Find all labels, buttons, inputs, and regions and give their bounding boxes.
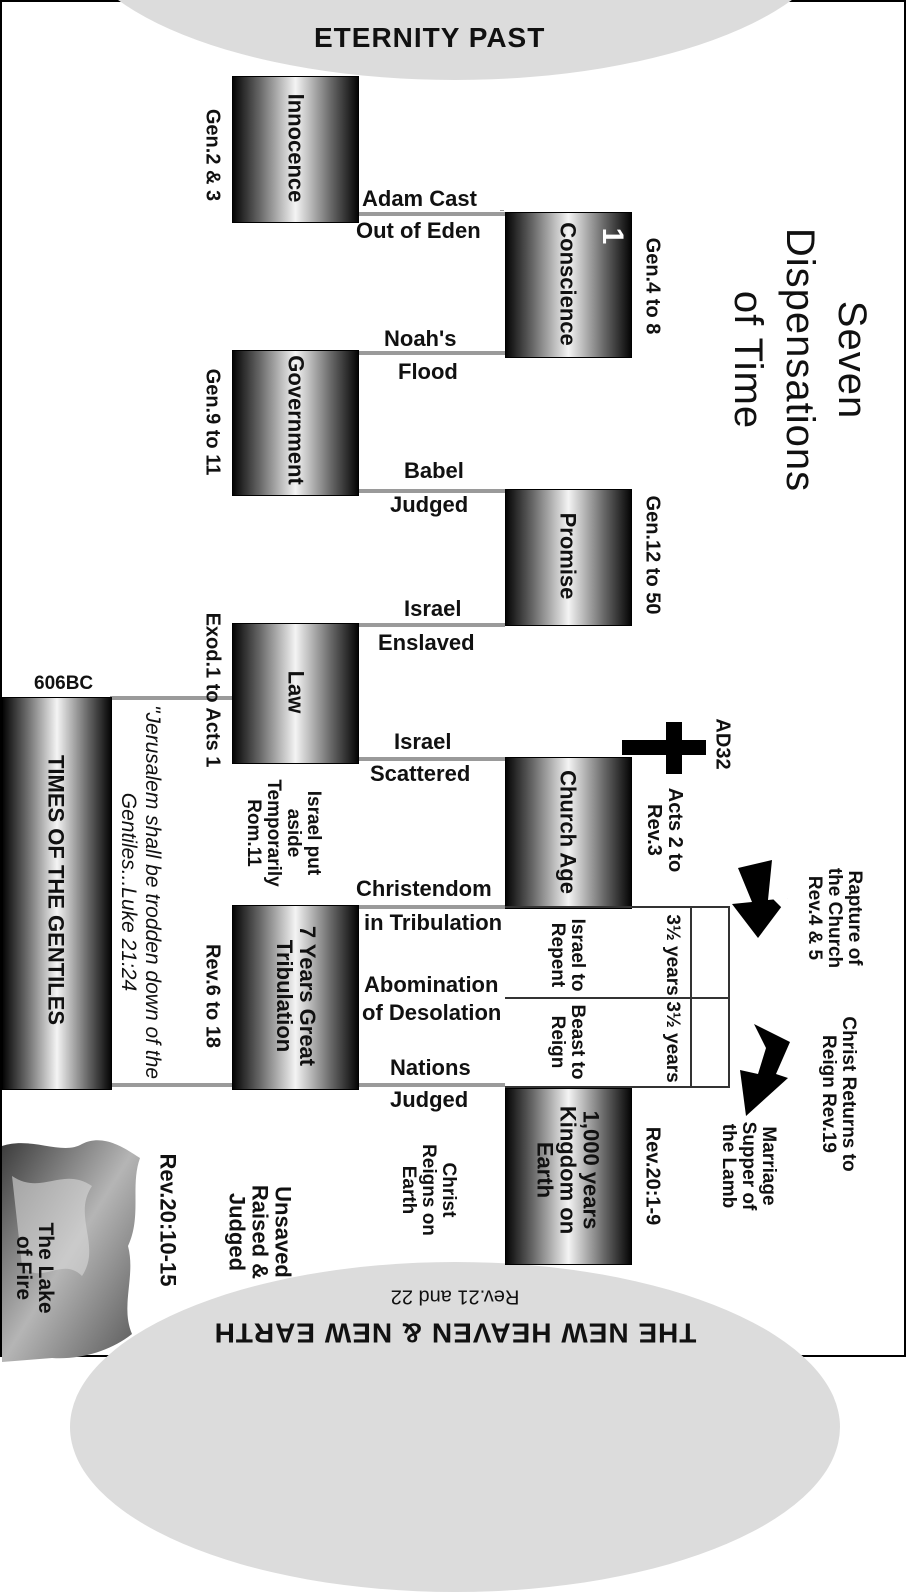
lake-of-fire-image	[2, 1140, 140, 1362]
promise-box	[505, 489, 632, 626]
transition-3-line-2: Judged	[390, 492, 469, 517]
transition-1-line-1: Adam Cast	[362, 186, 477, 211]
transition-8-line-2: Judged	[390, 1087, 469, 1112]
first-half-years: 3½ years	[661, 914, 683, 996]
law-label: Law	[283, 670, 309, 714]
conscience-reference: Gen.4 to 8	[641, 237, 664, 335]
christ-returns-label: Christ Returns to Reign Rev.19	[818, 1016, 859, 1172]
innocence-label: Innocence	[283, 93, 309, 203]
government-label: Government	[283, 355, 309, 485]
innocence-reference: Gen.2 & 3	[201, 108, 224, 202]
transition-6-line-2: in Tribulation	[364, 910, 503, 935]
church-age-label: Church Age	[555, 770, 581, 894]
transition-5-line-1: Israel	[394, 729, 452, 754]
innocence-box	[232, 76, 359, 223]
final-judgment-reference: Rev.20:10-15	[155, 1153, 181, 1287]
unsaved-judged-label: Unsaved Raised & Judged	[224, 1184, 296, 1280]
connector-5	[357, 757, 505, 761]
kingdom-label: 1,000 years Kingdom on Earth	[532, 1105, 604, 1235]
tribulation-reference: Rev.6 to 18	[201, 943, 224, 1049]
ad32-label: AD32	[711, 718, 734, 770]
tribulation-box	[232, 905, 359, 1090]
christ-reigns-label: Christ Reigns on Earth	[398, 1144, 459, 1236]
connector-2	[357, 351, 505, 355]
connector-4	[357, 623, 505, 627]
law-box	[232, 623, 359, 764]
eternity-past-heading: ETERNITY PAST	[314, 22, 546, 53]
transition-3-line-1: Babel	[404, 458, 464, 483]
title-line-2: Dispensations	[778, 227, 822, 493]
transition-7-line-2: of Desolation	[362, 1000, 502, 1025]
connector-7	[357, 1083, 505, 1087]
new-earth-reference: Rev.21 and 22	[390, 1285, 520, 1308]
government-reference: Gen.9 to 11	[201, 368, 224, 476]
lake-of-fire-label: The Lake of Fire	[12, 1222, 58, 1314]
promise-label: Promise	[555, 512, 581, 600]
israel-to-repent: Israel to Repent	[547, 918, 588, 992]
transition-6-line-1: Christendom	[356, 876, 492, 901]
marriage-supper-label: Marriage Supper of the Lamb	[718, 1121, 779, 1211]
kingdom-reference: Rev.20:1-9	[641, 1126, 664, 1226]
gentiles-start-label: 606BC	[34, 673, 94, 694]
law-reference: Exod.1 to Acts 1	[201, 612, 224, 768]
cross-icon	[622, 740, 706, 755]
israel-put-aside-label: Israel put aside Temporarily Rom.11	[243, 779, 324, 887]
conscience-box	[505, 212, 632, 358]
rapture-arrow-icon	[732, 860, 788, 938]
rapture-label: Rapture of the Church Rev.4 & 5	[804, 867, 865, 969]
times-of-gentiles-label: TIMES OF THE GENTILES	[43, 754, 69, 1026]
new-earth-heading: THE NEW HEAVEN & NEW EARTH	[213, 1317, 697, 1349]
conscience-number: 1	[595, 227, 629, 245]
beast-to-reign: Beast to Reign	[547, 1004, 588, 1080]
kingdom-box	[505, 1088, 632, 1265]
transition-5-line-2: Scattered	[370, 761, 471, 786]
transition-1-line-2: Out of Eden	[356, 218, 481, 243]
transition-7-line-1: Abomination	[364, 972, 499, 997]
second-half-years: 3½ years	[661, 1001, 683, 1083]
christ-returns-arrow-icon	[740, 1024, 790, 1116]
conscience-label: Conscience	[555, 222, 581, 346]
new-earth-ellipse	[70, 1262, 840, 1592]
church-age-reference: Acts 2 to Rev.3	[643, 787, 686, 873]
connector-1	[357, 212, 505, 216]
title-line-3: of Time	[726, 290, 770, 430]
connector-6	[357, 905, 505, 909]
connector-gentiles-start	[110, 696, 232, 700]
tribulation-label: 7 Years Great Tribulation	[272, 925, 321, 1067]
gentiles-quote: "Jerusalem shall be trodden down of the …	[117, 704, 165, 1079]
transition-8-line-1: Nations	[390, 1055, 471, 1080]
times-of-gentiles-box	[2, 697, 112, 1090]
promise-reference: Gen.12 to 50	[641, 495, 664, 615]
transition-2-line-1: Noah's	[384, 326, 457, 351]
government-box	[232, 350, 359, 496]
transition-4-line-1: Israel	[404, 596, 462, 621]
title-line-1: Seven	[830, 300, 874, 420]
connector-3	[357, 489, 505, 493]
church-age-box	[505, 757, 632, 909]
connector-gentiles-end	[110, 1083, 232, 1087]
transition-2-line-2: Flood	[398, 359, 458, 384]
transition-4-line-2: Enslaved	[378, 630, 475, 655]
